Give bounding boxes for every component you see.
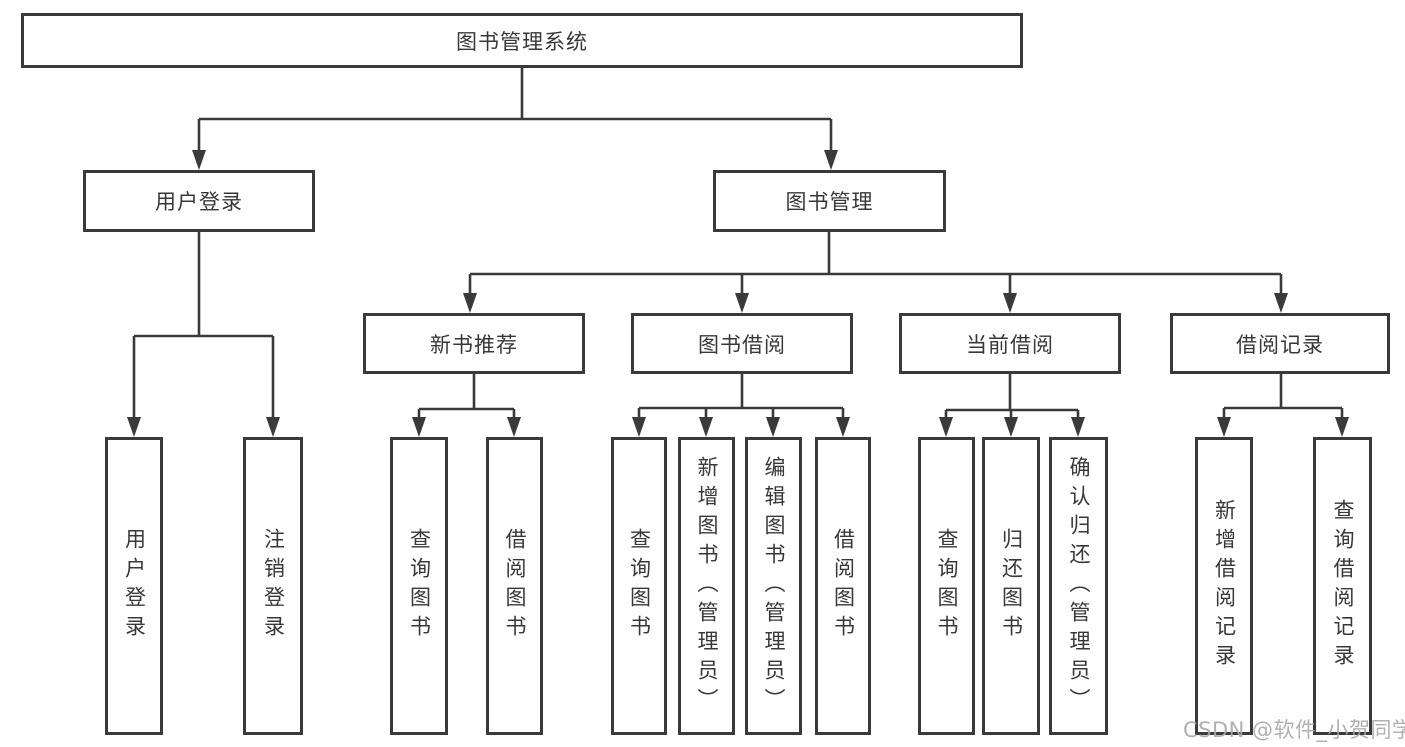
- leaf-user-login-label: 用户登录: [122, 528, 147, 644]
- arrow-to-book-mgmt: [824, 150, 838, 170]
- node-borrow-records-label: 借阅记录: [1236, 332, 1324, 357]
- arrow-to-user-login: [192, 150, 206, 170]
- watermark-text: CSDN @软件_小贺同学: [1183, 718, 1405, 742]
- leaf-query-books-1-label: 查询图书: [407, 528, 432, 644]
- node-new-book-recommend-label: 新书推荐: [430, 332, 518, 357]
- node-book-borrow-label: 图书借阅: [698, 332, 786, 357]
- leaf-return-books-label: 归还图书: [999, 528, 1024, 644]
- node-book-borrow: 图书借阅: [631, 313, 853, 374]
- node-new-book-recommend: 新书推荐: [363, 313, 585, 374]
- leaf-query-books-3: 查询图书: [918, 437, 975, 735]
- leaf-logout: 注销登录: [243, 437, 303, 735]
- node-root: 图书管理系统: [21, 13, 1023, 68]
- leaf-borrow-books-1-label: 借阅图书: [503, 528, 528, 644]
- leaf-query-books-1: 查询图书: [390, 437, 448, 735]
- leaf-query-books-3-label: 查询图书: [935, 528, 960, 644]
- node-book-management-label: 图书管理: [785, 190, 874, 214]
- node-borrow-records: 借阅记录: [1170, 313, 1390, 374]
- node-book-management: 图书管理: [713, 170, 946, 232]
- node-root-label: 图书管理系统: [456, 29, 588, 54]
- leaf-edit-books-admin-label: 编辑图书（管理员）: [762, 455, 787, 717]
- edge-newbooks-split: [417, 372, 516, 417]
- leaf-edit-books-admin: 编辑图书（管理员）: [745, 437, 802, 735]
- leaf-borrow-books-1: 借阅图书: [486, 437, 543, 735]
- leaf-confirm-return-admin: 确认归还（管理员）: [1049, 437, 1108, 735]
- leaf-borrow-books-2-label: 借阅图书: [831, 528, 856, 644]
- leaf-query-books-2: 查询图书: [611, 437, 667, 735]
- edge-borrow-split: [637, 372, 845, 417]
- edge-root-split: [197, 66, 833, 150]
- leaf-add-books-admin-label: 新增图书（管理员）: [695, 455, 720, 717]
- leaf-query-borrow-record-label: 查询借阅记录: [1331, 499, 1356, 673]
- node-user-login-label: 用户登录: [155, 190, 243, 214]
- leaf-add-borrow-record: 新增借阅记录: [1195, 437, 1253, 735]
- edge-userlogin-split: [132, 232, 275, 417]
- leaf-add-books-admin: 新增图书（管理员）: [678, 437, 735, 735]
- leaf-query-books-2-label: 查询图书: [627, 528, 652, 644]
- edge-bookmgmt-split: [468, 232, 1283, 293]
- node-current-borrow: 当前借阅: [899, 313, 1121, 374]
- leaf-return-books: 归还图书: [982, 437, 1040, 735]
- leaf-logout-label: 注销登录: [261, 528, 286, 644]
- node-current-borrow-label: 当前借阅: [966, 332, 1054, 357]
- leaf-user-login: 用户登录: [105, 437, 163, 735]
- node-user-login: 用户登录: [83, 170, 315, 232]
- leaf-borrow-books-2: 借阅图书: [815, 437, 871, 735]
- edge-current-split: [944, 372, 1080, 417]
- leaf-add-borrow-record-label: 新增借阅记录: [1212, 499, 1237, 673]
- leaf-confirm-return-admin-label: 确认归还（管理员）: [1067, 455, 1092, 717]
- leaf-query-borrow-record: 查询借阅记录: [1313, 437, 1372, 735]
- edge-records-split: [1222, 372, 1344, 417]
